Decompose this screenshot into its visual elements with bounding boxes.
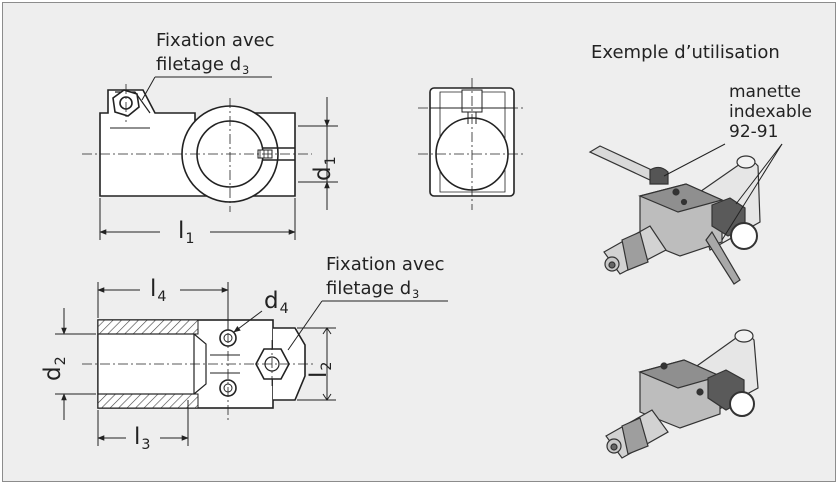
lever-leaders <box>663 143 783 241</box>
fixation-2-leader <box>287 300 323 351</box>
fixation-1-label-line1: Fixation avec <box>156 30 275 51</box>
d2-dimension <box>55 308 96 420</box>
fixation-1-leader <box>141 76 156 101</box>
lever-label-line3: 92-91 <box>729 122 779 142</box>
d2-label: d2 <box>40 356 69 381</box>
usage-example-bottom <box>605 329 759 459</box>
l1-label: l1 <box>178 218 195 247</box>
d4-label: d4 <box>264 288 289 317</box>
fixation-2-label-line2: filetage d3 <box>326 278 420 301</box>
fixation-2-label-line1: Fixation avec <box>326 254 445 275</box>
l4-label: l4 <box>150 276 167 305</box>
d4-leader <box>233 310 263 333</box>
front-view-centerlines <box>82 84 312 212</box>
d1-dimension <box>298 97 338 210</box>
usage-example-top <box>588 145 761 285</box>
l4-dimension <box>97 282 229 330</box>
front-view <box>99 89 296 203</box>
lever-label-line2: indexable <box>729 102 812 122</box>
l3-label: l3 <box>134 424 151 453</box>
side-view-centerlines <box>418 78 526 210</box>
section-view <box>97 319 306 409</box>
example-title: Exemple d’utilisation <box>591 42 780 63</box>
d1-label: d1 <box>310 156 339 181</box>
l1-dimension <box>99 198 296 240</box>
lever-label-line1: manette <box>729 82 802 102</box>
section-view-centerlines <box>82 315 316 420</box>
l3-dimension <box>97 400 189 446</box>
l2-label: l2 <box>306 361 335 378</box>
fixation-1-label-line2: filetage d3 <box>156 54 250 77</box>
